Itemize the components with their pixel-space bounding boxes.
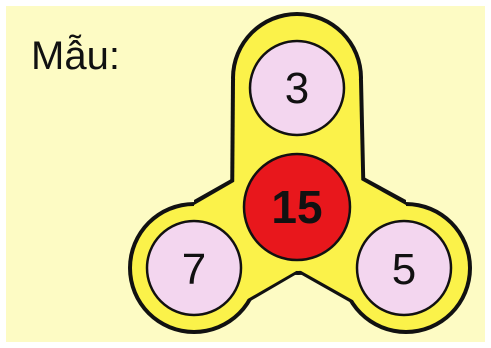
bottom-left-circle	[145, 219, 243, 317]
center-circle	[242, 152, 352, 262]
bottom-left-number: 7	[182, 245, 206, 294]
center-number: 15	[271, 181, 322, 233]
top-number: 3	[285, 64, 309, 113]
example-label: Mẫu:	[31, 34, 120, 78]
top-circle	[248, 39, 346, 137]
bottom-right-number: 5	[392, 245, 416, 294]
bottom-right-circle	[355, 219, 453, 317]
